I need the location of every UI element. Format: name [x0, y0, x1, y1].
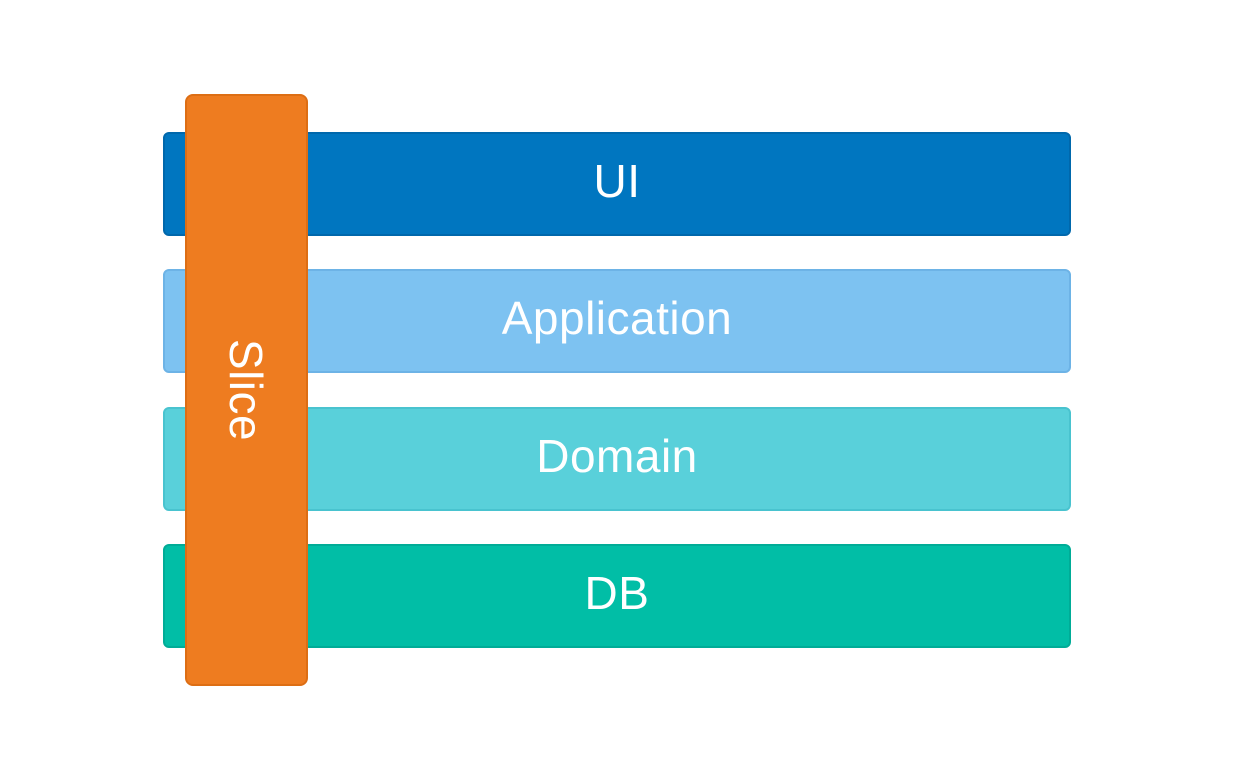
layer-bar-db: DB — [163, 544, 1071, 648]
layer-bar-domain: Domain — [163, 407, 1071, 511]
layer-label-ui: UI — [593, 155, 641, 207]
slice-bar: Slice — [185, 94, 308, 686]
layer-bar-ui: UI — [163, 132, 1071, 236]
layer-bar-application: Application — [163, 269, 1071, 373]
layer-label-db: DB — [584, 567, 650, 619]
layer-label-domain: Domain — [536, 430, 698, 482]
slice-label: Slice — [220, 338, 273, 442]
layer-label-application: Application — [501, 292, 733, 344]
